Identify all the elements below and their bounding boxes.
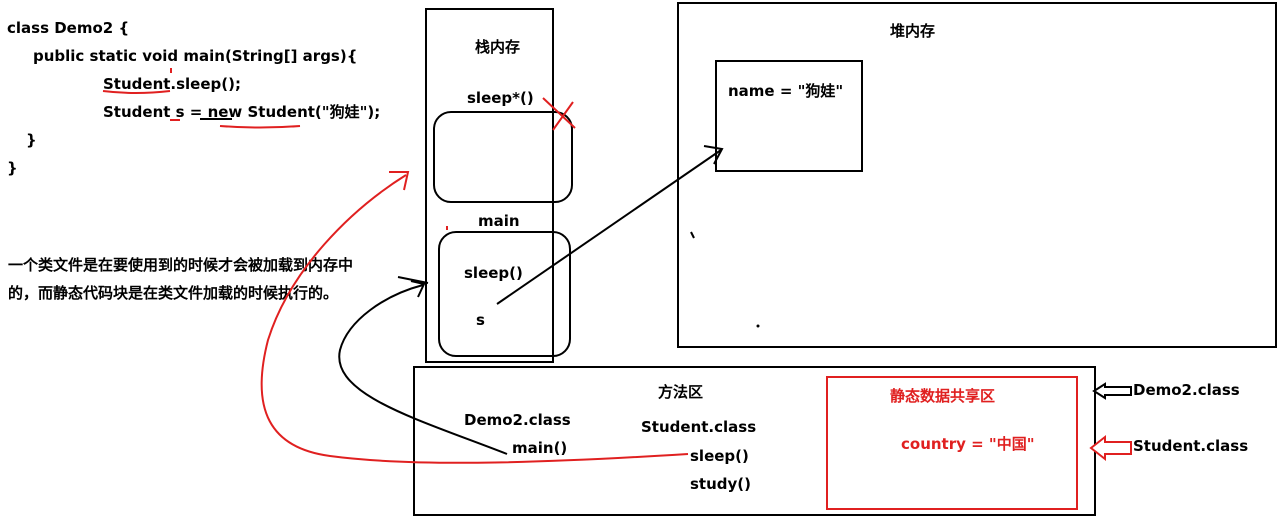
side-label-demo2: Demo2.class bbox=[1133, 381, 1240, 399]
stack-frame-sleep bbox=[433, 111, 573, 203]
arrow-stub-left bbox=[397, 276, 429, 284]
note-line-2: 的，而静态代码块是在类文件加载的时候执行的。 bbox=[8, 284, 339, 302]
code-line-main: public static void main(String[] args){ bbox=[33, 47, 358, 65]
frame-main-label: main bbox=[478, 212, 520, 230]
arrow-student-class-red bbox=[1089, 434, 1132, 462]
heap-object bbox=[715, 60, 863, 172]
code-line-class: class Demo2 { bbox=[7, 19, 130, 37]
note-line-1: 一个类文件是在要使用到的时候才会被加载到内存中 bbox=[8, 256, 354, 274]
static-data-area bbox=[826, 376, 1078, 510]
frame-main-sleep: sleep() bbox=[464, 264, 523, 282]
side-label-student: Student.class bbox=[1133, 437, 1249, 455]
frame-sleep-label: sleep*() bbox=[467, 89, 534, 107]
code-line-close-method: } bbox=[26, 131, 37, 149]
stack-title: 栈内存 bbox=[475, 38, 521, 56]
student-study-method: study() bbox=[690, 475, 752, 493]
code-line-static-call: Student.sleep(); bbox=[103, 75, 241, 93]
heap-memory bbox=[677, 2, 1277, 348]
static-field: country = "中国" bbox=[901, 435, 1035, 453]
code-line-new-object: Student s = new Student("狗娃"); bbox=[103, 103, 381, 121]
student-sleep-method: sleep() bbox=[690, 447, 749, 465]
heap-object-field: name = "狗娃" bbox=[728, 82, 844, 100]
student-class-label: Student.class bbox=[641, 418, 757, 436]
static-area-title: 静态数据共享区 bbox=[890, 387, 996, 405]
frame-main-var-s: s bbox=[476, 311, 485, 329]
arrowhead-main-to-stack bbox=[410, 280, 426, 298]
stack-frame-main bbox=[438, 231, 571, 357]
underline-new-student bbox=[219, 125, 301, 129]
method-area-title: 方法区 bbox=[658, 383, 704, 401]
arrow-demo2-class bbox=[1092, 382, 1132, 400]
heap-title: 堆内存 bbox=[890, 22, 936, 40]
demo2-main-method: main() bbox=[512, 439, 568, 457]
arrowhead-sleep-to-stack bbox=[389, 171, 410, 191]
demo2-class-label: Demo2.class bbox=[464, 411, 571, 429]
code-line-close-class: } bbox=[7, 159, 18, 177]
